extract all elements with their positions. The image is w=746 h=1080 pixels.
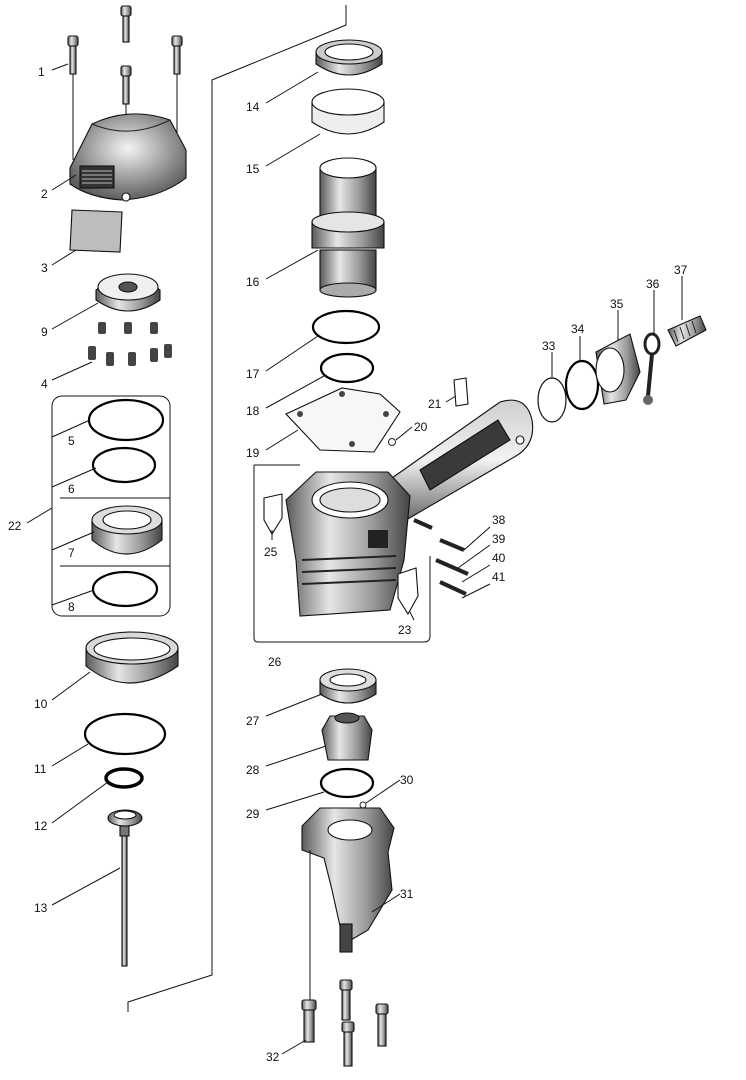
piston-head-icon <box>95 273 161 312</box>
callout-32: 32 <box>266 1050 280 1064</box>
callout-30: 30 <box>400 773 414 787</box>
nose-31-icon <box>301 807 395 953</box>
ring-27-icon <box>319 668 377 704</box>
screw-icon <box>339 979 353 1021</box>
end-cap-35-icon <box>595 333 641 405</box>
o-ring-34-icon <box>564 359 600 411</box>
small-o-ring-20-icon <box>388 438 396 446</box>
callout-10: 10 <box>34 697 48 711</box>
label-23-icon <box>397 567 419 616</box>
screw-icon <box>120 65 132 105</box>
callout-13: 13 <box>34 901 48 915</box>
air-fitting-37-icon <box>667 315 707 347</box>
callout-9: 9 <box>41 325 48 339</box>
callout-16: 16 <box>246 275 260 289</box>
callout-14: 14 <box>246 100 260 114</box>
callout-25: 25 <box>264 545 278 559</box>
label-plate-21-icon <box>453 377 469 407</box>
springs-icon <box>88 322 172 366</box>
screw-icon <box>67 35 79 75</box>
cylinder-16-icon <box>311 157 385 298</box>
top-cap-icon <box>69 113 187 202</box>
callout-6: 6 <box>68 482 75 496</box>
disc-33-icon <box>537 377 567 423</box>
callout-17: 17 <box>246 367 260 381</box>
callout-31: 31 <box>400 887 414 901</box>
callout-41: 41 <box>492 570 506 584</box>
callout-labels: 1 2 3 9 4 5 6 22 7 8 10 11 12 13 14 15 1… <box>8 65 688 1064</box>
callout-3: 3 <box>41 261 48 275</box>
callout-4: 4 <box>41 377 48 391</box>
hook-36-icon <box>643 332 661 405</box>
o-ring-17-icon <box>311 309 381 345</box>
callout-22: 22 <box>8 519 22 533</box>
screw-icon <box>171 35 183 75</box>
screw-icon <box>375 1003 389 1047</box>
callout-12: 12 <box>34 819 48 833</box>
callout-33: 33 <box>542 339 556 353</box>
group-26-box <box>253 465 431 643</box>
ring-14-icon <box>315 39 383 76</box>
assembly-boundary-line <box>127 5 347 1012</box>
callout-18: 18 <box>246 404 260 418</box>
o-ring-6-icon <box>91 446 157 484</box>
callout-23: 23 <box>398 623 412 637</box>
sleeve-28-icon <box>321 712 373 761</box>
callout-7: 7 <box>68 546 75 560</box>
gasket-19-icon <box>285 387 401 453</box>
driver-blade-icon <box>107 809 143 967</box>
screw-icon <box>120 5 132 43</box>
callout-28: 28 <box>246 763 260 777</box>
screw-icon <box>301 999 317 1043</box>
ring-15-icon <box>311 88 385 135</box>
callout-27: 27 <box>246 714 260 728</box>
callout-15: 15 <box>246 162 260 176</box>
callout-37: 37 <box>674 263 688 277</box>
callout-40: 40 <box>492 551 506 565</box>
callout-1: 1 <box>38 65 45 79</box>
callout-19: 19 <box>246 446 260 460</box>
bumper-7-icon <box>91 505 163 555</box>
o-ring-8-icon <box>91 570 159 608</box>
screw-icon <box>341 1021 355 1067</box>
leader-lines <box>26 63 683 1055</box>
o-ring-12-icon <box>104 767 144 789</box>
callout-38: 38 <box>492 513 506 527</box>
pins-icon <box>413 518 469 596</box>
callout-35: 35 <box>610 297 624 311</box>
callout-29: 29 <box>246 807 260 821</box>
small-o-ring-30-icon <box>359 801 367 809</box>
callout-39: 39 <box>492 532 506 546</box>
callout-5: 5 <box>68 434 75 448</box>
o-ring-29-icon <box>319 767 375 799</box>
pad-icon <box>69 209 123 253</box>
callout-36: 36 <box>646 277 660 291</box>
callout-21: 21 <box>428 397 442 411</box>
label-25-icon <box>263 493 283 536</box>
group-22-box <box>51 395 171 617</box>
callout-2: 2 <box>41 187 48 201</box>
o-ring-11-icon <box>83 712 167 756</box>
callout-34: 34 <box>571 322 585 336</box>
o-ring-18-icon <box>319 352 375 384</box>
o-ring-5-icon <box>87 398 165 442</box>
callout-8: 8 <box>68 600 75 614</box>
callout-11: 11 <box>34 762 47 776</box>
callout-26: 26 <box>268 655 282 669</box>
callout-20: 20 <box>414 420 428 434</box>
ring-10-icon <box>85 631 179 684</box>
body-housing-icon <box>285 399 534 617</box>
